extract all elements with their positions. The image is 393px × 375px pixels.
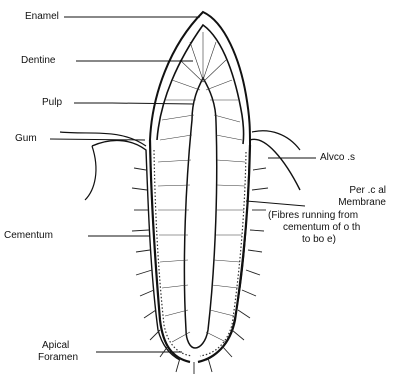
label-alveolus: Alvco .s	[320, 152, 355, 163]
label-cementum: Cementum	[4, 230, 53, 241]
label-enamel: Enamel	[25, 11, 59, 22]
cementum-layer-right	[200, 152, 246, 356]
label-apical-line1: Apical	[42, 340, 69, 351]
alveolar-bone-right	[206, 139, 300, 360]
label-pointer-lines	[50, 17, 316, 352]
label-dentine: Dentine	[21, 55, 55, 66]
label-periodontal-line1: Per .c al	[300, 185, 386, 196]
label-pulp: Pulp	[42, 97, 62, 108]
root-outline-right	[198, 145, 250, 362]
label-periodontal-line5: to bo e)	[302, 234, 336, 245]
label-periodontal-line2: Membrane	[300, 197, 386, 208]
label-gum: Gum	[15, 133, 37, 144]
gum-left-drape	[85, 146, 96, 200]
periodontal-fibres-left	[132, 168, 168, 357]
label-periodontal-line4: cementum of o th	[283, 222, 360, 233]
pulp-cavity	[184, 78, 216, 348]
label-periodontal-line3: (Fibres running from	[268, 210, 358, 221]
label-apical-line2: Foramen	[38, 352, 78, 363]
enamel-outline	[150, 12, 250, 145]
alveolar-bone-left	[92, 140, 180, 360]
dentine-tubules	[158, 32, 245, 342]
periodontal-fibres-right	[222, 168, 268, 357]
